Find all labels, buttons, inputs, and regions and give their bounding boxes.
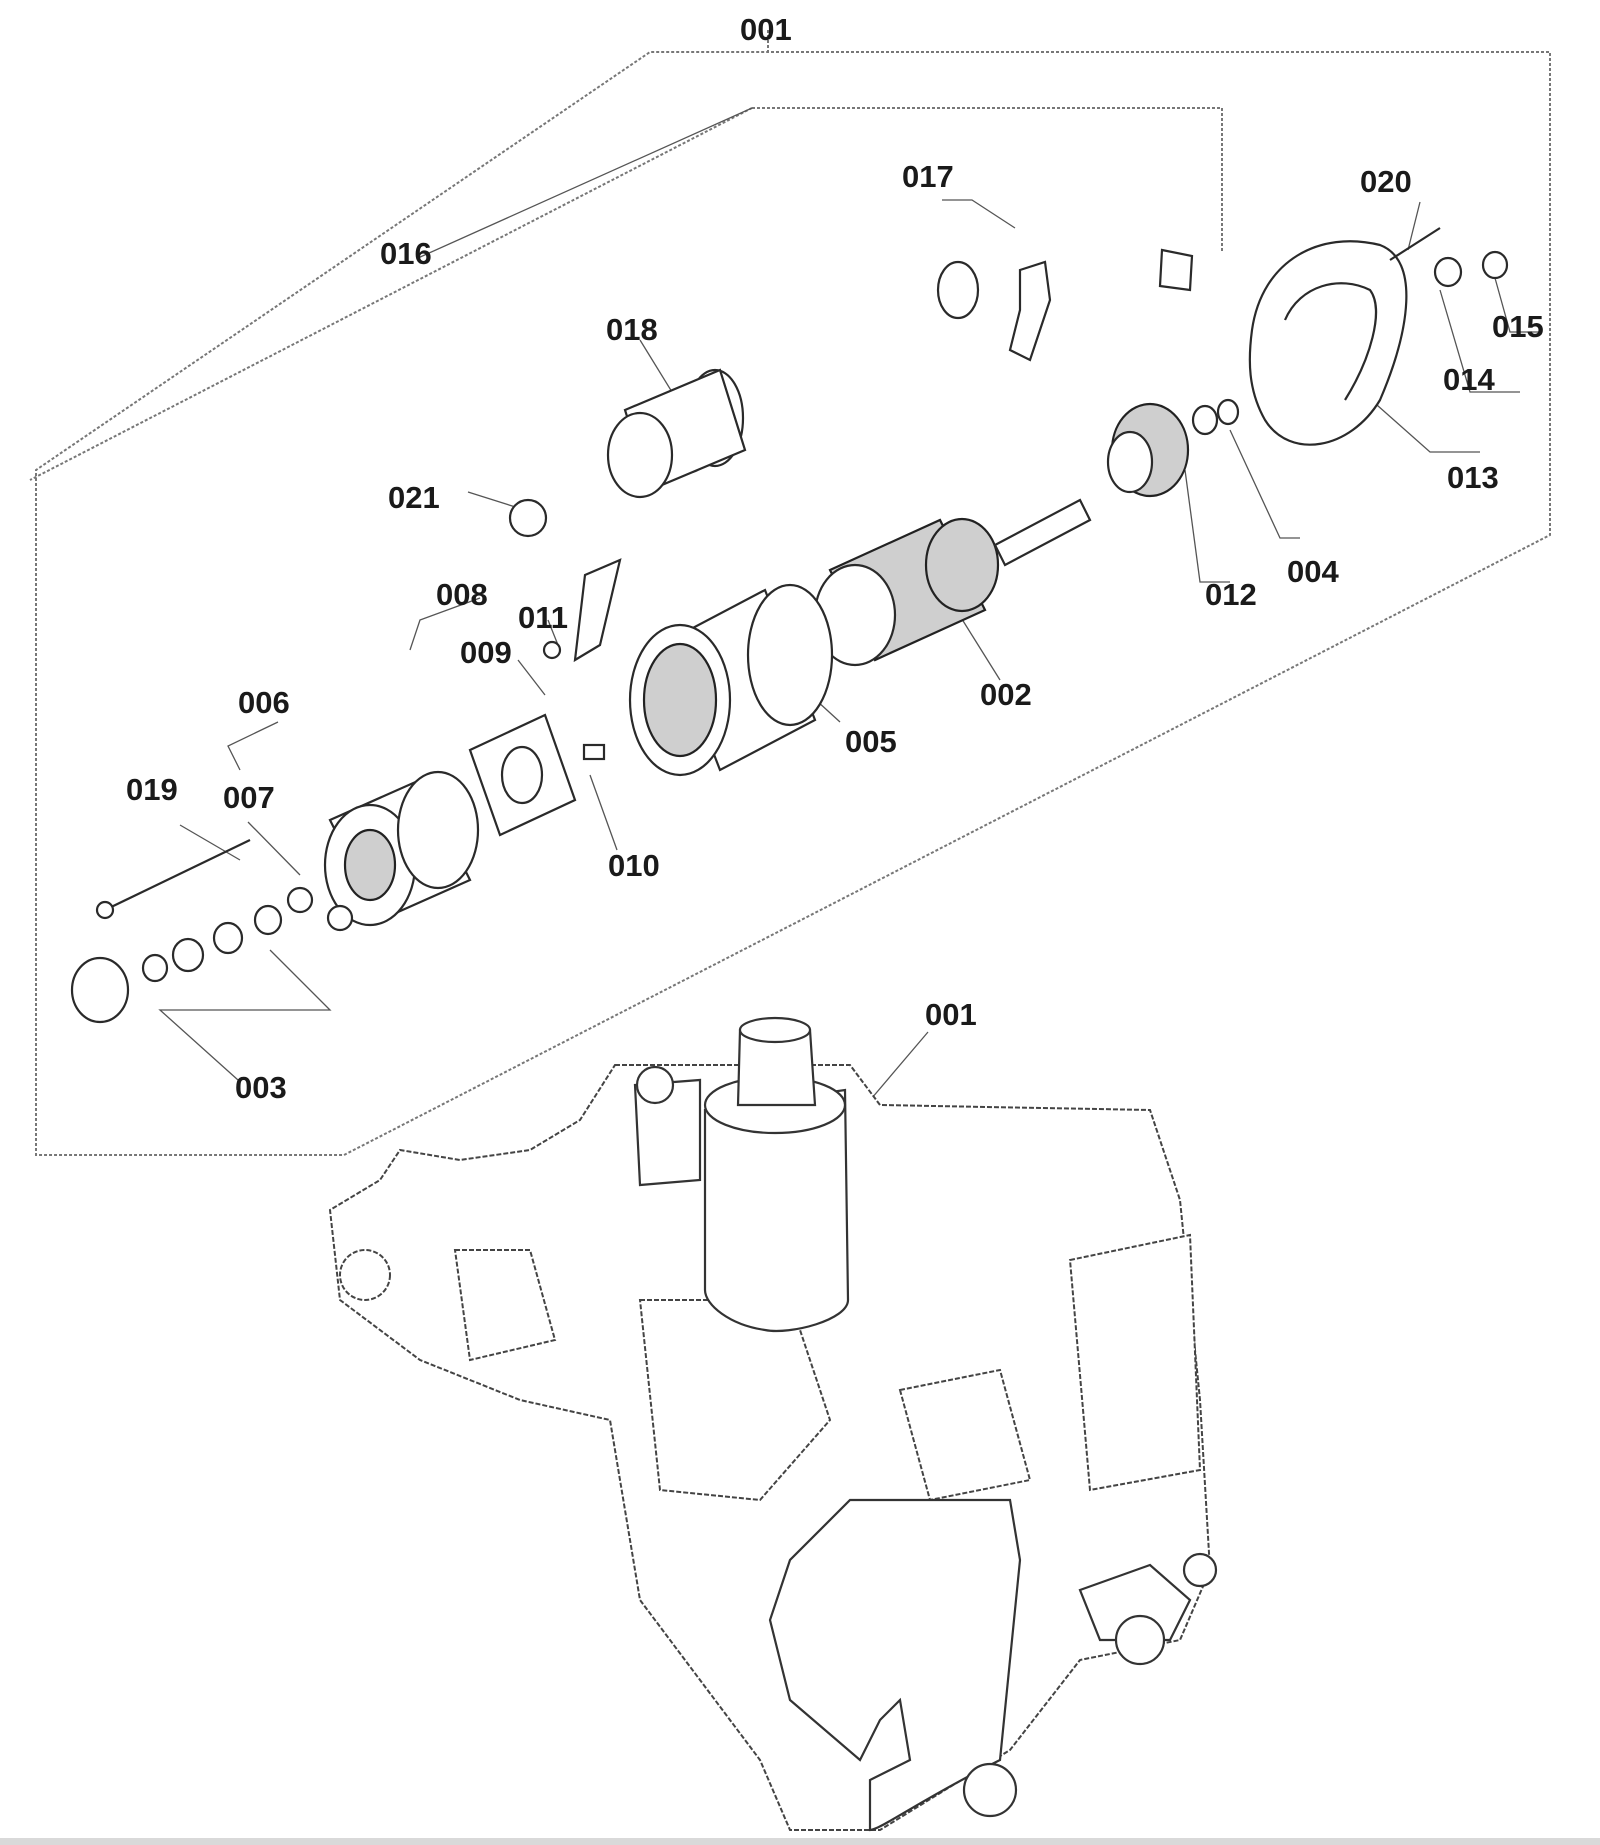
callout-009: 009 [460,635,512,670]
shift-lever-017 [936,248,1194,362]
callout-021: 021 [388,480,440,515]
callout-006: 006 [238,685,290,720]
rear-frame-006 [70,770,480,1024]
callout-012: 012 [1205,577,1257,612]
yoke-005 [628,583,834,777]
callout-011: 011 [518,600,568,635]
callout-019: 019 [126,772,178,807]
engine-front-cover [768,1498,1218,1832]
callout-003: 003 [235,1070,287,1105]
callout-004: 004 [1287,554,1339,589]
brush-holder-008 [468,558,622,837]
bottom-rule [0,1838,1600,1845]
callout-010: 010 [608,848,660,883]
leader-lines [158,107,1540,1106]
callout-013: 013 [1447,460,1499,495]
callout-018: 018 [606,312,658,347]
drive-housing-013 [1248,227,1509,446]
callout-labels: 001 016 017 020 015 014 013 018 021 012 … [126,12,1544,1105]
assembly-frame [29,30,1551,1156]
starter-on-engine [633,1016,850,1332]
callout-007: 007 [223,780,275,815]
solenoid-018 [508,368,747,538]
callout-005: 005 [845,724,897,759]
callout-015: 015 [1492,309,1544,344]
callout-016: 016 [380,236,432,271]
callout-001-engine: 001 [925,997,977,1032]
armature-002 [813,498,1092,667]
pinion-012 [1106,398,1240,498]
callout-020: 020 [1360,164,1412,199]
callout-014: 014 [1443,362,1495,397]
callout-001: 001 [740,12,792,47]
callout-008: 008 [436,577,488,612]
callout-017: 017 [902,159,954,194]
callout-002: 002 [980,677,1032,712]
